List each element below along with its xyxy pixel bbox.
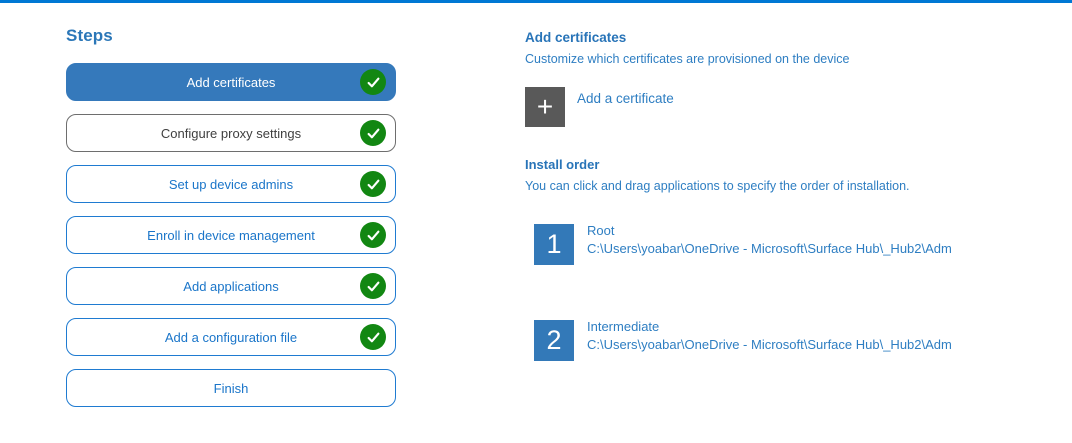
install-order-item-root[interactable]: 1 Root C:\Users\yoabar\OneDrive - Micros… xyxy=(534,222,1072,265)
step-set-up-device-admins[interactable]: Set up device admins xyxy=(66,165,396,203)
certificate-name: Root xyxy=(587,223,615,238)
add-certificate-button[interactable]: + xyxy=(525,87,565,127)
certificate-info: Intermediate C:\Users\yoabar\OneDrive - … xyxy=(587,318,952,354)
step-add-a-configuration-file[interactable]: Add a configuration file xyxy=(66,318,396,356)
step-finish[interactable]: Finish xyxy=(66,369,396,407)
order-number-badge: 2 xyxy=(534,320,574,361)
step-label: Add certificates xyxy=(186,74,276,90)
steps-sidebar: Steps Add certificates Configure proxy s… xyxy=(66,26,396,420)
completed-check-icon xyxy=(360,324,386,350)
certificate-name: Intermediate xyxy=(587,319,660,334)
add-certificates-panel: Add certificates Customize which certifi… xyxy=(525,0,1072,361)
panel-title: Add certificates xyxy=(525,30,627,45)
plus-icon: + xyxy=(536,91,554,122)
certificate-path: C:\Users\yoabar\OneDrive - Microsoft\Sur… xyxy=(587,241,952,256)
order-number: 1 xyxy=(546,229,562,259)
order-number-badge: 1 xyxy=(534,224,574,265)
completed-check-icon xyxy=(360,273,386,299)
add-certificate-label[interactable]: Add a certificate xyxy=(577,91,674,106)
step-label: Add applications xyxy=(183,278,279,294)
step-label: Finish xyxy=(213,380,249,396)
step-add-applications[interactable]: Add applications xyxy=(66,267,396,305)
order-number: 2 xyxy=(546,325,562,355)
step-label: Add a configuration file xyxy=(164,329,298,345)
step-label: Configure proxy settings xyxy=(160,125,302,141)
step-enroll-in-device-management[interactable]: Enroll in device management xyxy=(66,216,396,254)
add-certificate-row: + Add a certificate xyxy=(525,87,1072,127)
panel-description: Customize which certificates are provisi… xyxy=(525,52,850,66)
install-order-description: You can click and drag applications to s… xyxy=(525,179,910,193)
completed-check-icon xyxy=(360,171,386,197)
step-label: Enroll in device management xyxy=(147,227,315,243)
completed-check-icon xyxy=(360,222,386,248)
completed-check-icon xyxy=(360,120,386,146)
certificate-info: Root C:\Users\yoabar\OneDrive - Microsof… xyxy=(587,222,952,258)
completed-check-icon xyxy=(360,69,386,95)
install-order-title: Install order xyxy=(525,157,600,172)
step-add-certificates[interactable]: Add certificates xyxy=(66,63,396,101)
install-order-item-intermediate[interactable]: 2 Intermediate C:\Users\yoabar\OneDrive … xyxy=(534,318,1072,361)
certificate-path: C:\Users\yoabar\OneDrive - Microsoft\Sur… xyxy=(587,337,952,352)
top-accent-bar xyxy=(0,0,1072,3)
step-configure-proxy-settings[interactable]: Configure proxy settings xyxy=(66,114,396,152)
steps-title: Steps xyxy=(66,26,113,45)
step-label: Set up device admins xyxy=(168,176,294,192)
